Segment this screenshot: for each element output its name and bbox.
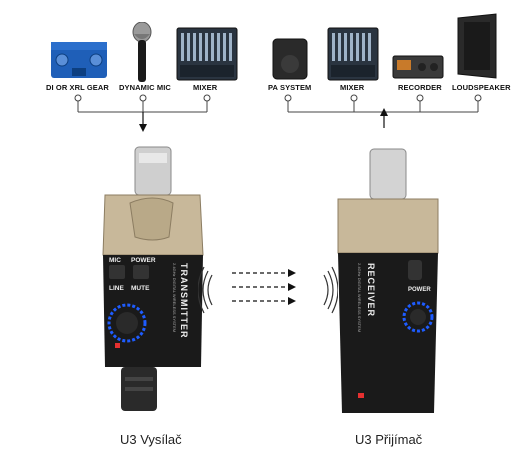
receiver-side-label: RECEIVER bbox=[366, 263, 376, 317]
recorder-image bbox=[392, 55, 444, 79]
source-label-di: DI OR XRL GEAR bbox=[46, 83, 109, 92]
dynamic-mic-image bbox=[132, 22, 152, 82]
transmitter-button-mute: MUTE bbox=[131, 285, 150, 292]
transmitter-caption: U3 Vysílač bbox=[120, 432, 182, 447]
dest-label-loudspeaker: LOUDSPEAKER bbox=[452, 83, 511, 92]
receiver-side-sublabel: 2.4GHz DIGITAL WIRELESS SYSTEM bbox=[357, 263, 362, 332]
source-connector-lines bbox=[74, 94, 211, 132]
dest-label-pa: PA SYSTEM bbox=[268, 83, 312, 92]
wireless-signal bbox=[198, 266, 338, 314]
di-box-image bbox=[51, 42, 107, 78]
transmitter-side-label: TRANSMITTER bbox=[179, 263, 189, 339]
receiver-button-power: POWER bbox=[408, 287, 431, 293]
receiver-device: POWER RECEIVER 2.4GHz DIGITAL WIRELESS S… bbox=[337, 148, 439, 413]
source-label-mixer: MIXER bbox=[193, 83, 218, 92]
pa-system-image bbox=[272, 38, 308, 80]
mixer-image bbox=[176, 27, 238, 81]
dest-label-recorder: RECORDER bbox=[398, 83, 442, 92]
transmitter-device: MIC POWER LINE MUTE TRANSMITTER 2.4GHz D… bbox=[102, 146, 204, 411]
transmitter-button-line: LINE bbox=[109, 285, 124, 292]
destination-devices: PA SYSTEM MIXER RECORDER LOUDSPEAKER bbox=[260, 0, 532, 135]
loudspeaker-image bbox=[457, 13, 497, 79]
transmitter-button-mic: MIC bbox=[109, 257, 121, 264]
transmitter-button-power: POWER bbox=[131, 257, 156, 264]
source-label-mic: DYNAMIC MIC bbox=[119, 83, 171, 92]
transmitter-side-sublabel: 2.4GHz DIGITAL WIRELESS SYSTEM bbox=[172, 263, 177, 332]
source-devices: DI OR XRL GEAR DYNAMIC MIC MIXER bbox=[0, 0, 250, 135]
dest-label-mixer: MIXER bbox=[340, 83, 365, 92]
dest-connector-lines bbox=[284, 94, 482, 128]
receiver-caption: U3 Přijímač bbox=[355, 432, 423, 447]
mixer-image-dest bbox=[327, 27, 379, 81]
